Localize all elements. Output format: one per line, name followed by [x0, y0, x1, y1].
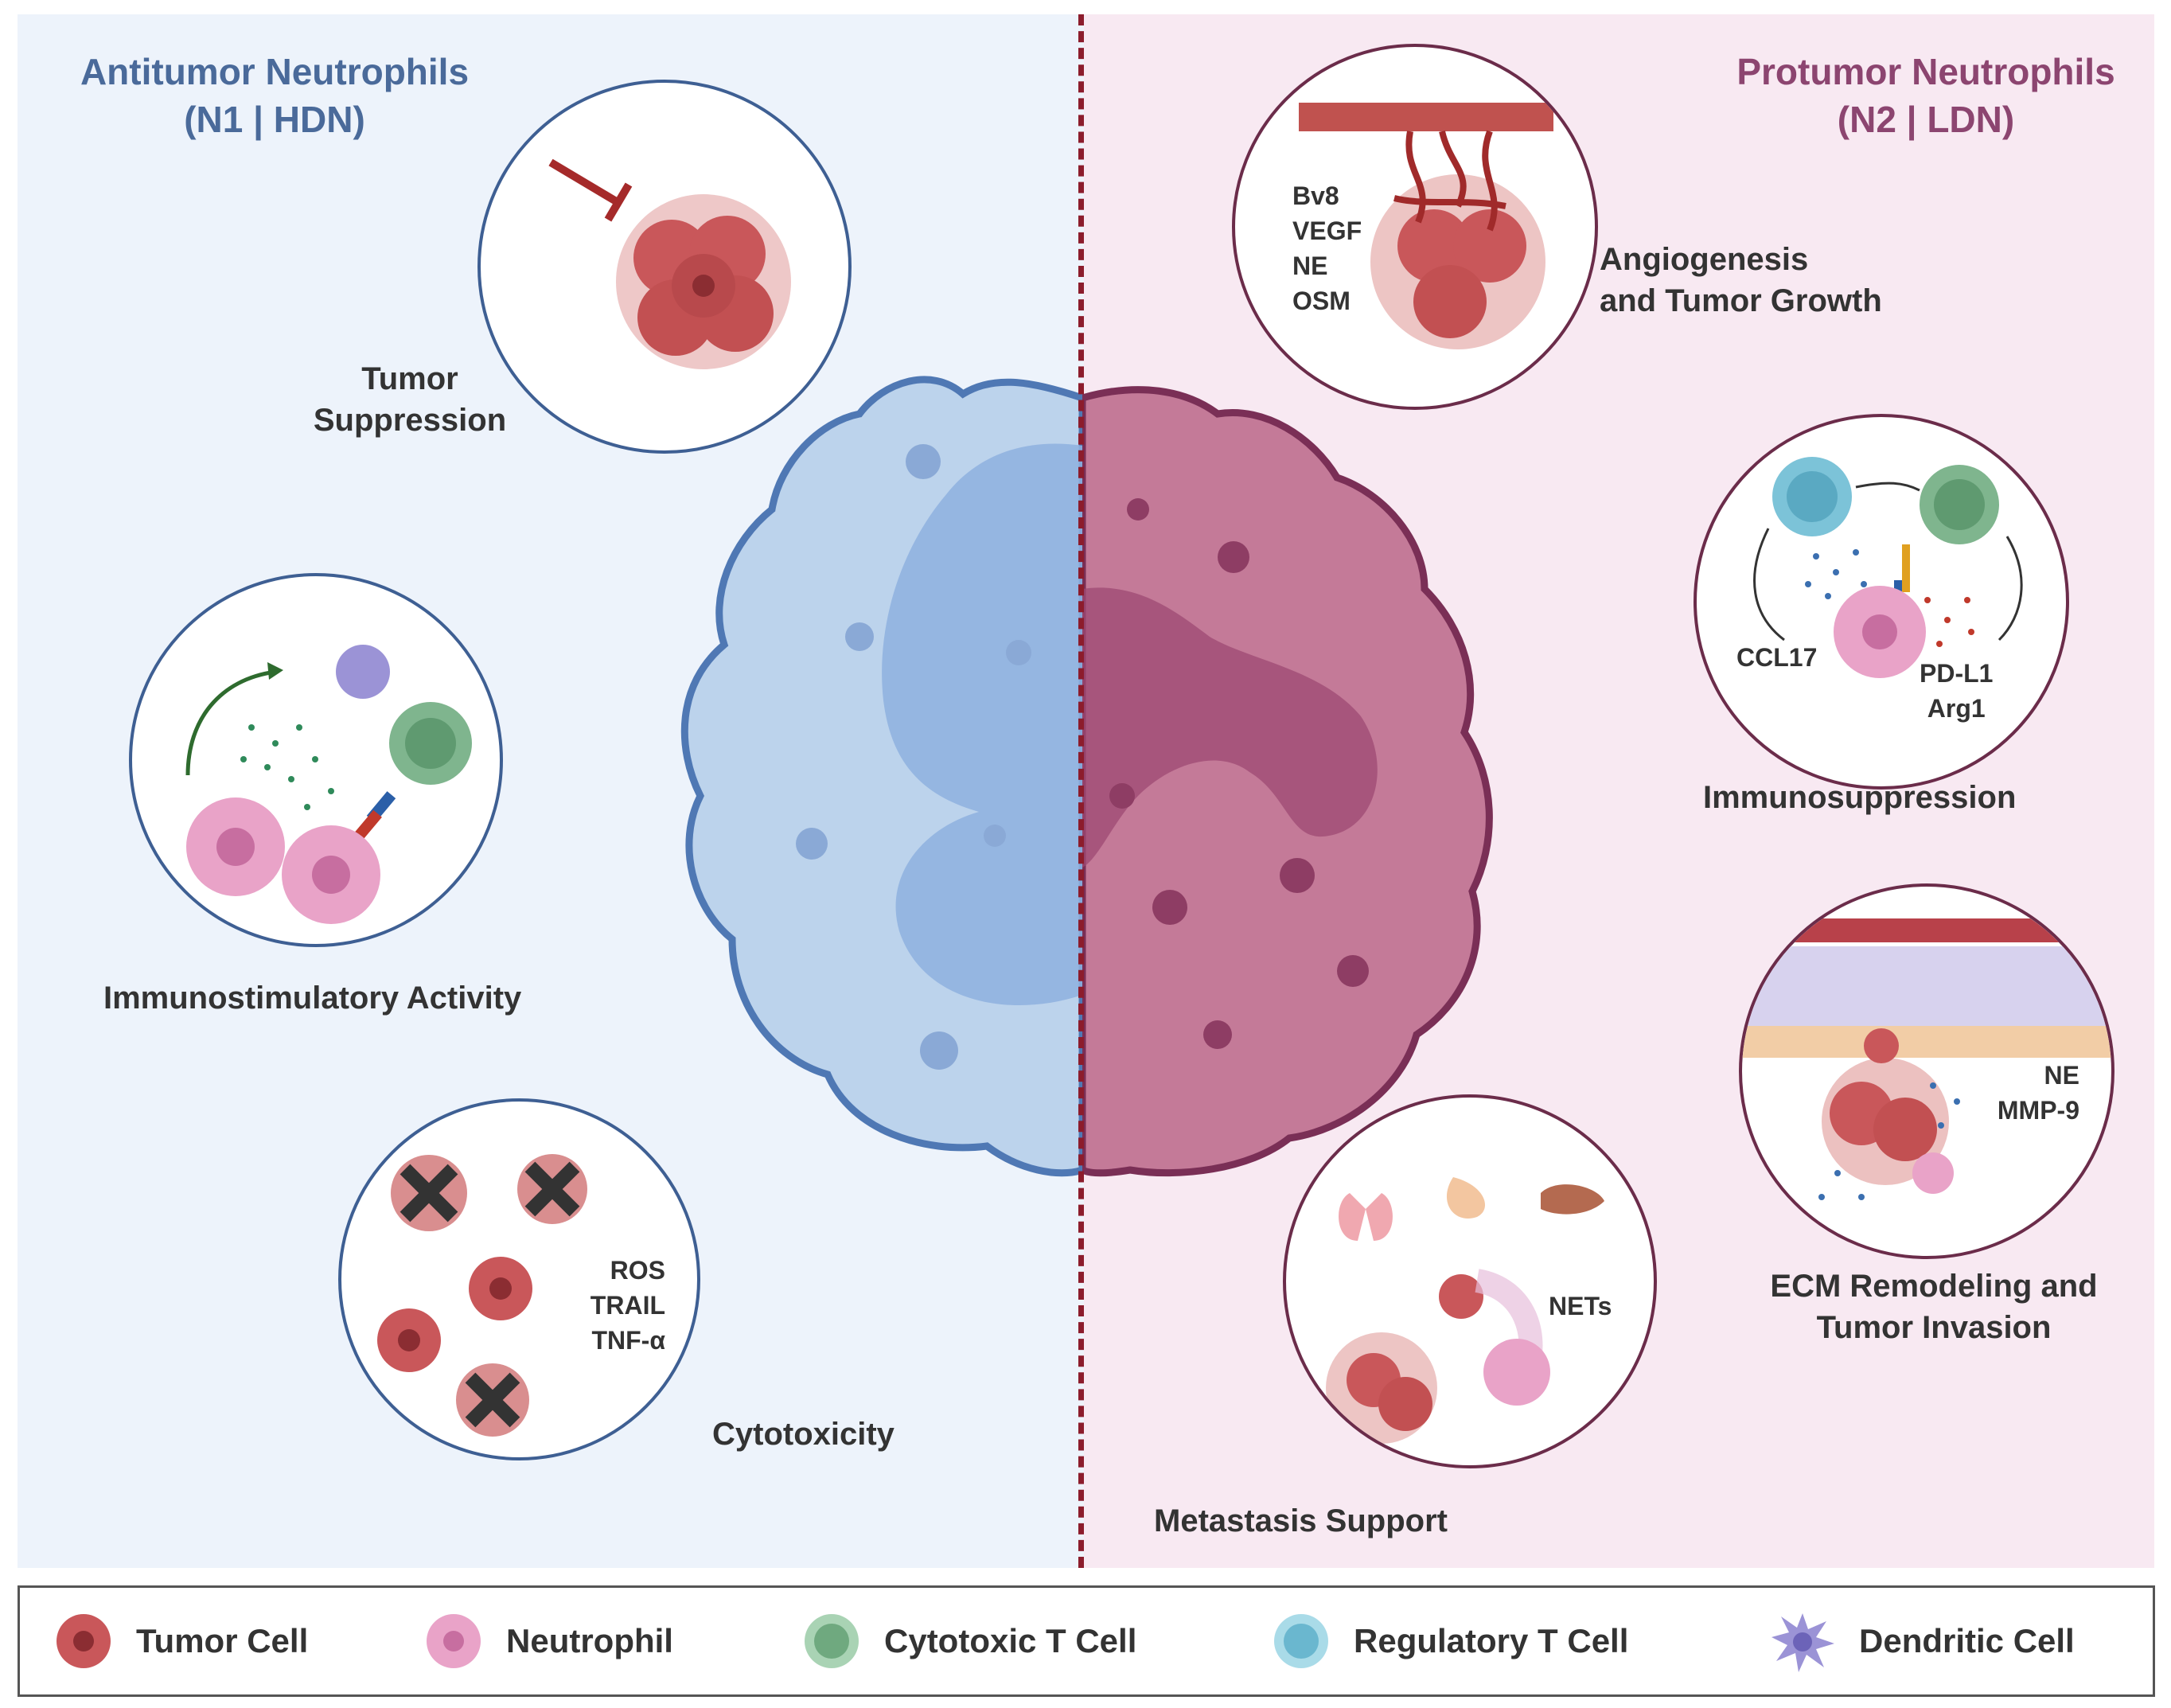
dendritic-cell-icon	[1771, 1613, 1834, 1672]
ecm-circle: NE MMP-9	[1739, 883, 2114, 1259]
legend-item-neutrophil: Neutrophil	[422, 1588, 673, 1694]
legend-label-regulatory-t-cell: Regulatory T Cell	[1354, 1622, 1629, 1659]
legend-label-neutrophil: Neutrophil	[506, 1622, 673, 1659]
protumor-title-line1: Protumor Neutrophils	[1736, 51, 2115, 92]
immunosuppression-icon	[1753, 457, 2023, 678]
factor-bv8: Bv8	[1292, 181, 1339, 210]
metastasis-label: Metastasis Support	[1154, 1503, 1448, 1538]
ecm-factors: NE MMP-9	[1998, 1058, 2079, 1128]
factor-arg1: Arg1	[1927, 694, 1986, 723]
legend-label-cytotoxic-t-cell: Cytotoxic T Cell	[884, 1622, 1137, 1659]
factor-ros: ROS	[610, 1256, 665, 1285]
ecm-remodeling-icon	[1742, 918, 2111, 1200]
legend: Tumor Cell Neutrophil Cytotoxic T Cell R…	[18, 1585, 2155, 1697]
tumor-killing-icon	[377, 1154, 587, 1437]
antitumor-title-line1: Antitumor Neutrophils	[80, 51, 470, 92]
angiogenesis-line1: Angiogenesis	[1600, 242, 1809, 277]
immunostimulatory-label: Immunostimulatory Activity	[103, 981, 522, 1016]
tumor-suppression-label: Tumor Suppression	[279, 358, 541, 441]
factor-pdl1: PD-L1	[1920, 659, 1994, 688]
metastasis-circle: NETs	[1283, 1094, 1657, 1468]
immunosuppression-circle: CCL17 PD-L1 Arg1	[1694, 414, 2069, 790]
immunostimulation-icon	[185, 645, 472, 924]
factor-tnf: TNF-α	[591, 1326, 665, 1355]
legend-item-cytotoxic-t-cell: Cytotoxic T Cell	[800, 1588, 1136, 1694]
legend-item-regulatory-t-cell: Regulatory T Cell	[1269, 1588, 1628, 1694]
ecm-line1: ECM Remodeling and	[1770, 1269, 2098, 1304]
factor-mmp9: MMP-9	[1997, 1096, 2079, 1125]
angiogenic-factors: Bv8 VEGF NE OSM	[1292, 178, 1362, 318]
factors-pdl1-arg1: PD-L1 Arg1	[1920, 656, 1993, 726]
angiogenesis-label: Angiogenesis and Tumor Growth	[1600, 239, 1882, 322]
legend-label-tumor-cell: Tumor Cell	[136, 1622, 309, 1659]
immunosuppression-label: Immunosuppression	[1703, 780, 2017, 815]
cytotoxicity-circle: ROS TRAIL TNF-α	[338, 1098, 700, 1460]
ecm-line2: Tumor Invasion	[1816, 1310, 2052, 1345]
factor-ccl17: CCL17	[1736, 643, 1818, 672]
factor-ne-ecm: NE	[2044, 1061, 2079, 1090]
cytotoxicity-label: Cytotoxicity	[712, 1417, 895, 1452]
angiogenesis-line2: and Tumor Growth	[1600, 283, 1882, 318]
angiogenesis-circle: Bv8 VEGF NE OSM	[1232, 44, 1598, 410]
factor-osm: OSM	[1292, 287, 1351, 315]
dashed-divider	[1078, 14, 1084, 1568]
factor-ne: NE	[1292, 252, 1328, 280]
antitumor-title: Antitumor Neutrophils (N1 | HDN)	[48, 48, 501, 143]
legend-item-dendritic-cell: Dendritic Cell	[1767, 1588, 2075, 1694]
tumor-cell-icon	[57, 1614, 111, 1668]
nets-label: NETs	[1549, 1292, 1612, 1320]
factor-vegf: VEGF	[1292, 216, 1362, 245]
tumor-suppression-line1: Tumor	[361, 361, 458, 396]
legend-item-tumor-cell: Tumor Cell	[52, 1588, 308, 1694]
ecm-label: ECM Remodeling and Tumor Invasion	[1711, 1265, 2157, 1348]
neutrophil-icon	[427, 1614, 481, 1668]
regulatory-t-cell-icon	[1274, 1614, 1328, 1668]
angiogenesis-icon	[1299, 103, 1553, 349]
tumor-inhibition-icon	[548, 158, 791, 369]
protumor-title-line2: (N2 | LDN)	[1837, 99, 2015, 140]
cytotoxic-factors: ROS TRAIL TNF-α	[590, 1253, 665, 1358]
antitumor-title-line2: (N1 | HDN)	[184, 99, 365, 140]
central-neutrophil-icon	[680, 376, 1493, 1177]
tumor-suppression-line2: Suppression	[313, 403, 507, 438]
cytotoxic-t-cell-icon	[805, 1614, 859, 1668]
metastasis-icon	[1326, 1177, 1604, 1444]
immunostimulatory-circle	[129, 573, 503, 947]
factor-trail: TRAIL	[590, 1291, 665, 1320]
tumor-suppression-circle	[477, 80, 852, 454]
protumor-title: Protumor Neutrophils (N2 | LDN)	[1703, 48, 2149, 143]
legend-label-dendritic-cell: Dendritic Cell	[1859, 1622, 2075, 1659]
